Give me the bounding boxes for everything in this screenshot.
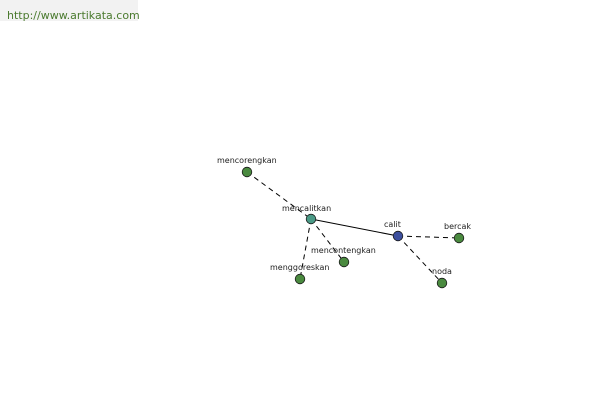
graph-labels: mencorengkan mencalitkan calit bercak mencon… [217,156,471,276]
source-url-link[interactable]: http://www.artikata.com [7,9,140,22]
edge-mencalitkan-menggoreskan [299,218,312,280]
node-label-noda: noda [432,267,452,276]
node-label-mencalitkan: mencalitkan [282,204,331,213]
node-label-bercak: bercak [444,222,471,231]
node-label-calit: calit [384,220,401,229]
edge-mencalitkan-calit [310,218,399,237]
node-label-mencorengkan: mencorengkan [217,156,277,165]
edge-calit-noda [397,235,443,284]
graph-edges [246,171,460,284]
node-mencorengkan[interactable] [241,166,253,178]
edge-calit-bercak [397,235,460,239]
node-noda[interactable] [436,277,448,289]
edge-mencalitkan-mencontengkan [310,218,345,263]
node-mencalitkan[interactable] [305,213,317,225]
node-calit[interactable] [392,230,404,242]
node-menggoreskan[interactable] [294,273,306,285]
node-label-mencontengkan: mencontengkan [311,246,376,255]
node-bercak[interactable] [453,232,465,244]
node-label-menggoreskan: menggoreskan [270,263,330,272]
node-mencontengkan[interactable] [338,256,350,268]
graph-nodes [241,166,465,289]
edge-mencorengkan-mencalitkan [246,171,312,220]
source-url-bar: http://www.artikata.com [0,0,140,22]
